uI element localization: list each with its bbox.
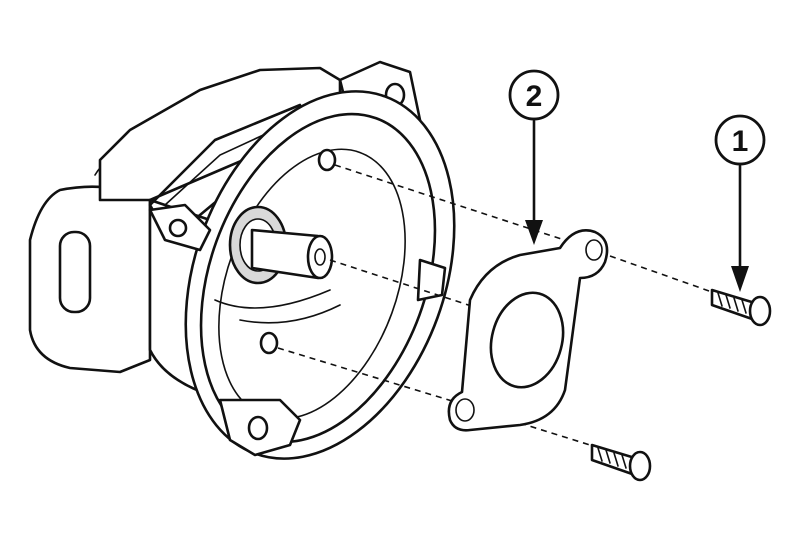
screw-drawing-lower	[590, 443, 652, 482]
shaft-drawing	[250, 228, 334, 280]
callout-2: 2	[508, 69, 560, 245]
housing-drawing	[28, 60, 456, 460]
gasket-drawing	[447, 229, 609, 432]
callout-1: 1	[714, 114, 766, 292]
callout-2-label: 2	[526, 80, 543, 113]
callout-1-label: 1	[732, 125, 749, 158]
screw-drawing	[710, 288, 772, 327]
alignment-lines	[277, 164, 713, 446]
